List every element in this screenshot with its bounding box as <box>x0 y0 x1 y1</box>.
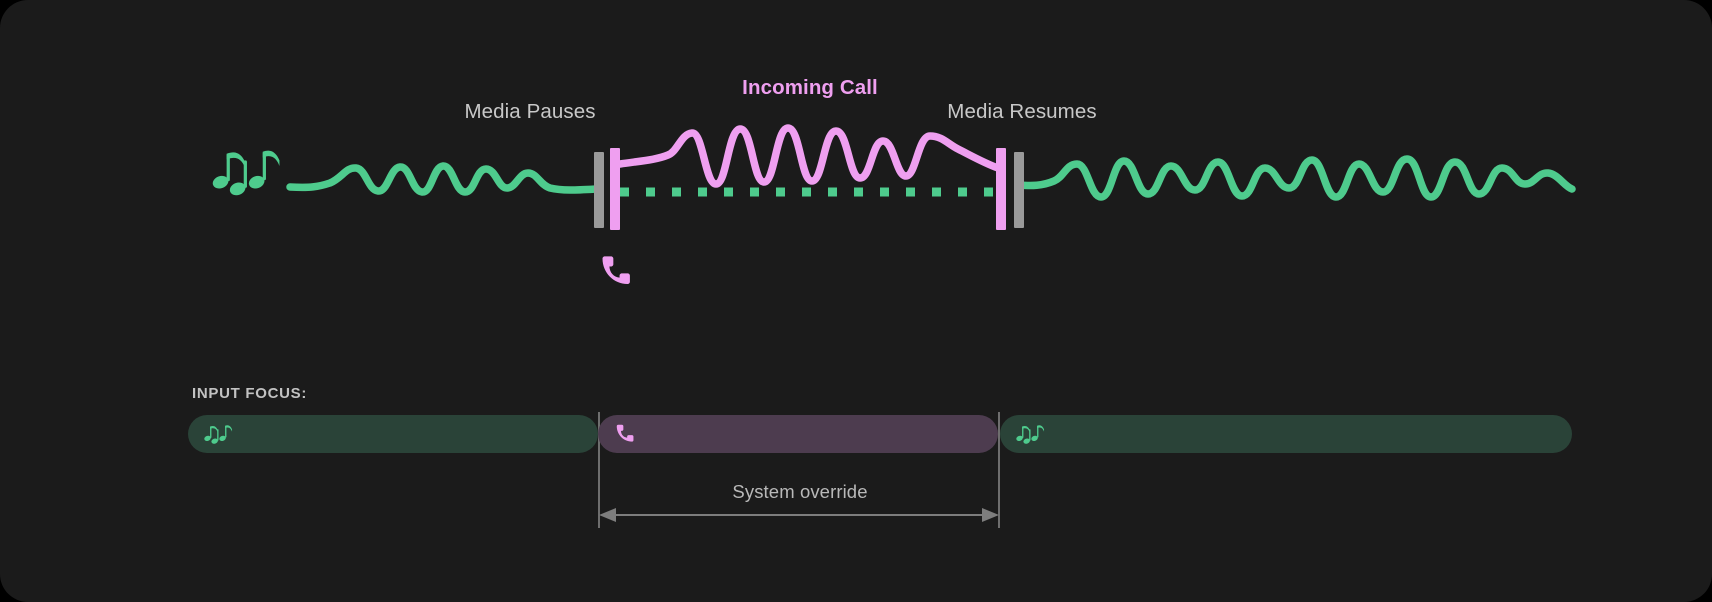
phone-handset-icon <box>616 424 634 442</box>
music-notes-icon <box>210 150 280 198</box>
system-override-arrow <box>599 508 999 522</box>
label-media-pauses: Media Pauses <box>464 100 596 123</box>
resume-marker-pink <box>996 148 1006 230</box>
focus-bar-media-2[interactable] <box>1000 415 1572 453</box>
focus-bar-call[interactable] <box>598 415 998 453</box>
pause-marker-gray <box>594 152 604 228</box>
media-waveform-before <box>286 162 600 196</box>
label-incoming-call: Incoming Call <box>742 76 878 99</box>
call-waveform <box>616 124 1002 188</box>
focus-bar-media-1[interactable] <box>188 415 598 453</box>
resume-marker-gray <box>1014 152 1024 228</box>
input-focus-title: INPUT FOCUS: <box>192 385 308 402</box>
music-notes-icon <box>204 425 233 445</box>
media-waveform-after <box>1014 155 1576 201</box>
pause-marker-pink <box>610 148 620 230</box>
label-media-resumes: Media Resumes <box>947 100 1097 123</box>
music-notes-icon <box>1016 425 1045 445</box>
phone-handset-icon <box>602 256 630 285</box>
system-override-label: System override <box>732 481 868 502</box>
